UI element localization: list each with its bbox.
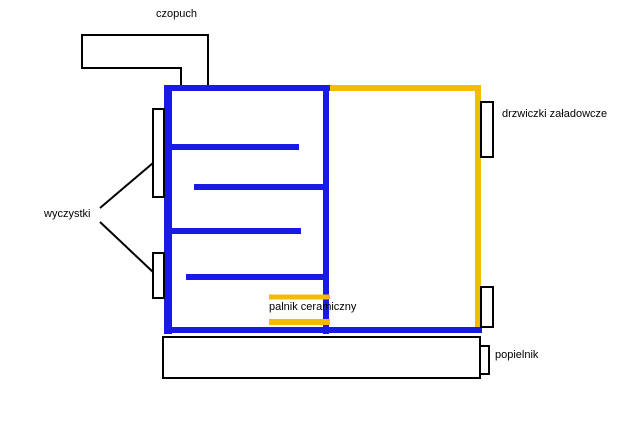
label-czopuch: czopuch [156,8,197,20]
ash-pan [162,336,481,379]
label-drzwiczki-zaladowcze: drzwiczki załadowcze [502,108,608,120]
ceramic-burner [269,294,330,325]
loading-chamber [325,85,481,330]
cleanout-hatch-lower [152,252,165,299]
loading-door-lower [480,286,494,328]
leader-line-upper [99,162,154,209]
cleanout-hatch-upper [152,108,165,198]
flue-outline [81,34,209,85]
label-popielnik: popielnik [495,349,539,361]
loading-door-upper [480,101,494,158]
ash-pan-handle [479,345,490,375]
label-palnik-ceramiczny: palnik ceramiczny [269,301,357,313]
leader-line-lower [99,221,154,273]
heat-exchanger [164,85,482,334]
label-wyczystki: wyczystki [44,208,91,220]
